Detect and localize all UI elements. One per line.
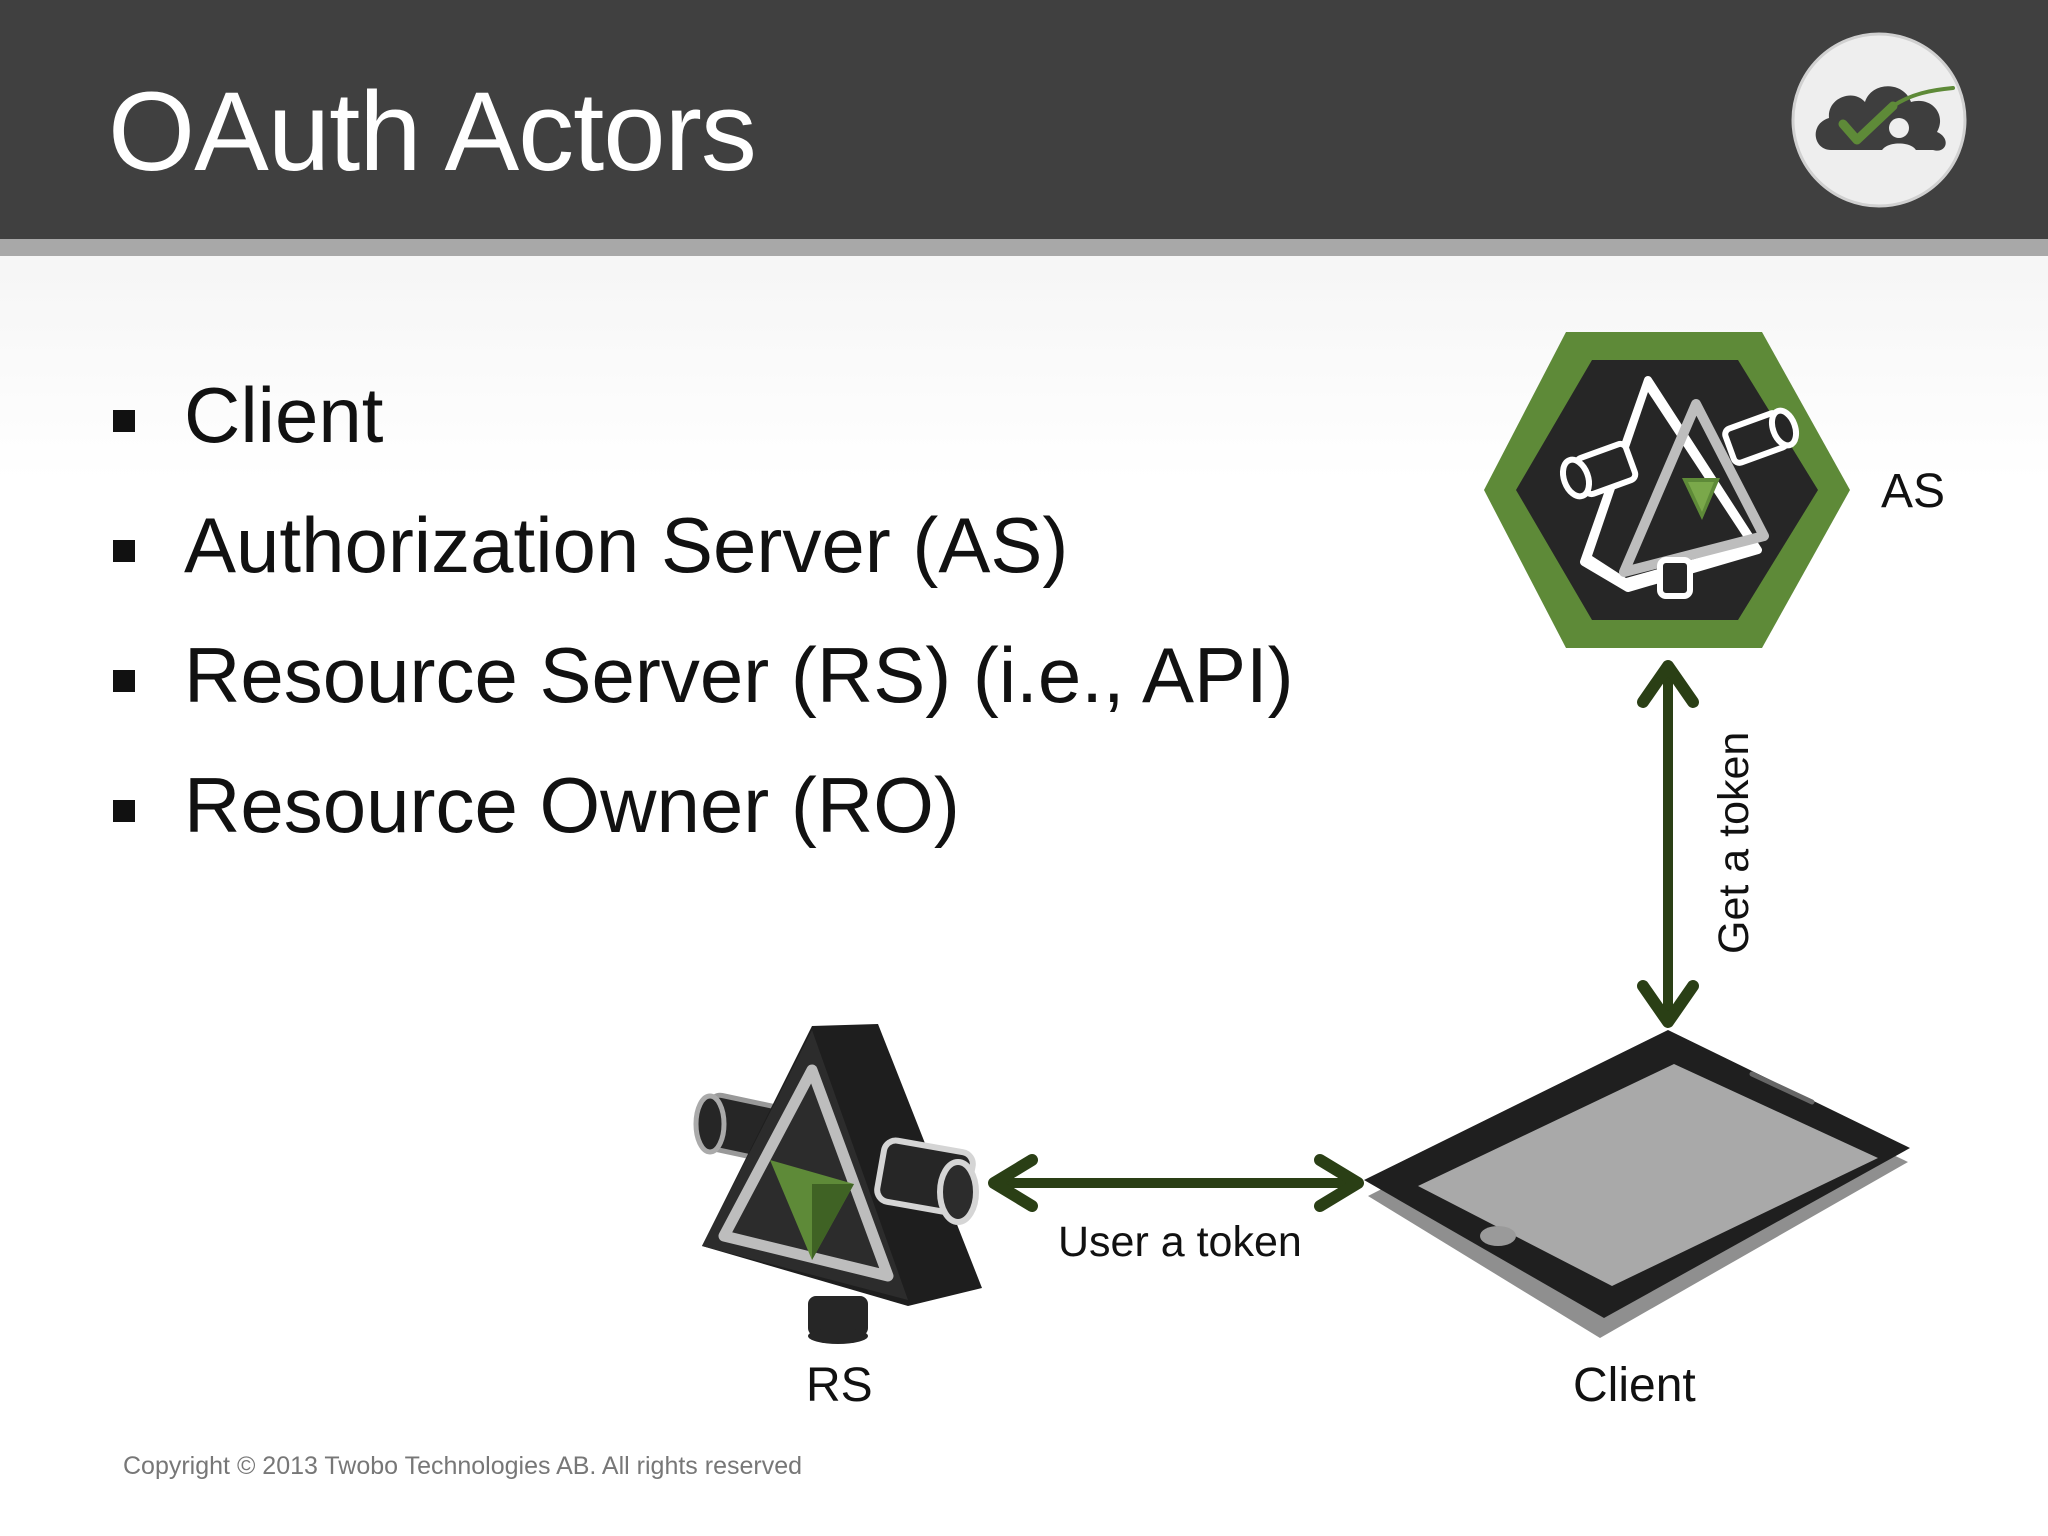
authorization-server-hexagon-icon [1484, 332, 1850, 648]
bullet-marker [113, 670, 135, 692]
cloud-check-user-icon [1791, 32, 1967, 208]
get-token-text: Get a token [1710, 731, 1758, 954]
header-rule [0, 239, 2048, 256]
bullet-text: Resource Server (RS) (i.e., API) [184, 631, 1294, 719]
as-label: AS [1881, 465, 1946, 518]
bullet-text: Authorization Server (AS) [184, 501, 1069, 589]
use-token-arrow [988, 1154, 1364, 1212]
slide-title: OAuth Actors [108, 69, 757, 194]
bullet-marker [113, 540, 135, 562]
rs-label: RS [806, 1359, 873, 1412]
header-bar [0, 0, 2048, 239]
bullet-text: Client [184, 371, 384, 459]
bullet-marker [113, 410, 135, 432]
tablet-icon [1364, 1030, 1910, 1338]
bullet-text: Resource Owner (RO) [184, 761, 960, 849]
get-token-arrow [1637, 660, 1699, 1028]
client-label: Client [1573, 1359, 1696, 1412]
resource-server-icon [693, 1024, 982, 1344]
bullet-marker [113, 800, 135, 822]
get-token-label: Get a token [1706, 732, 1762, 954]
copyright-footer: Copyright © 2013 Twobo Technologies AB. … [123, 1452, 803, 1480]
use-token-label: User a token [1058, 1218, 1302, 1266]
